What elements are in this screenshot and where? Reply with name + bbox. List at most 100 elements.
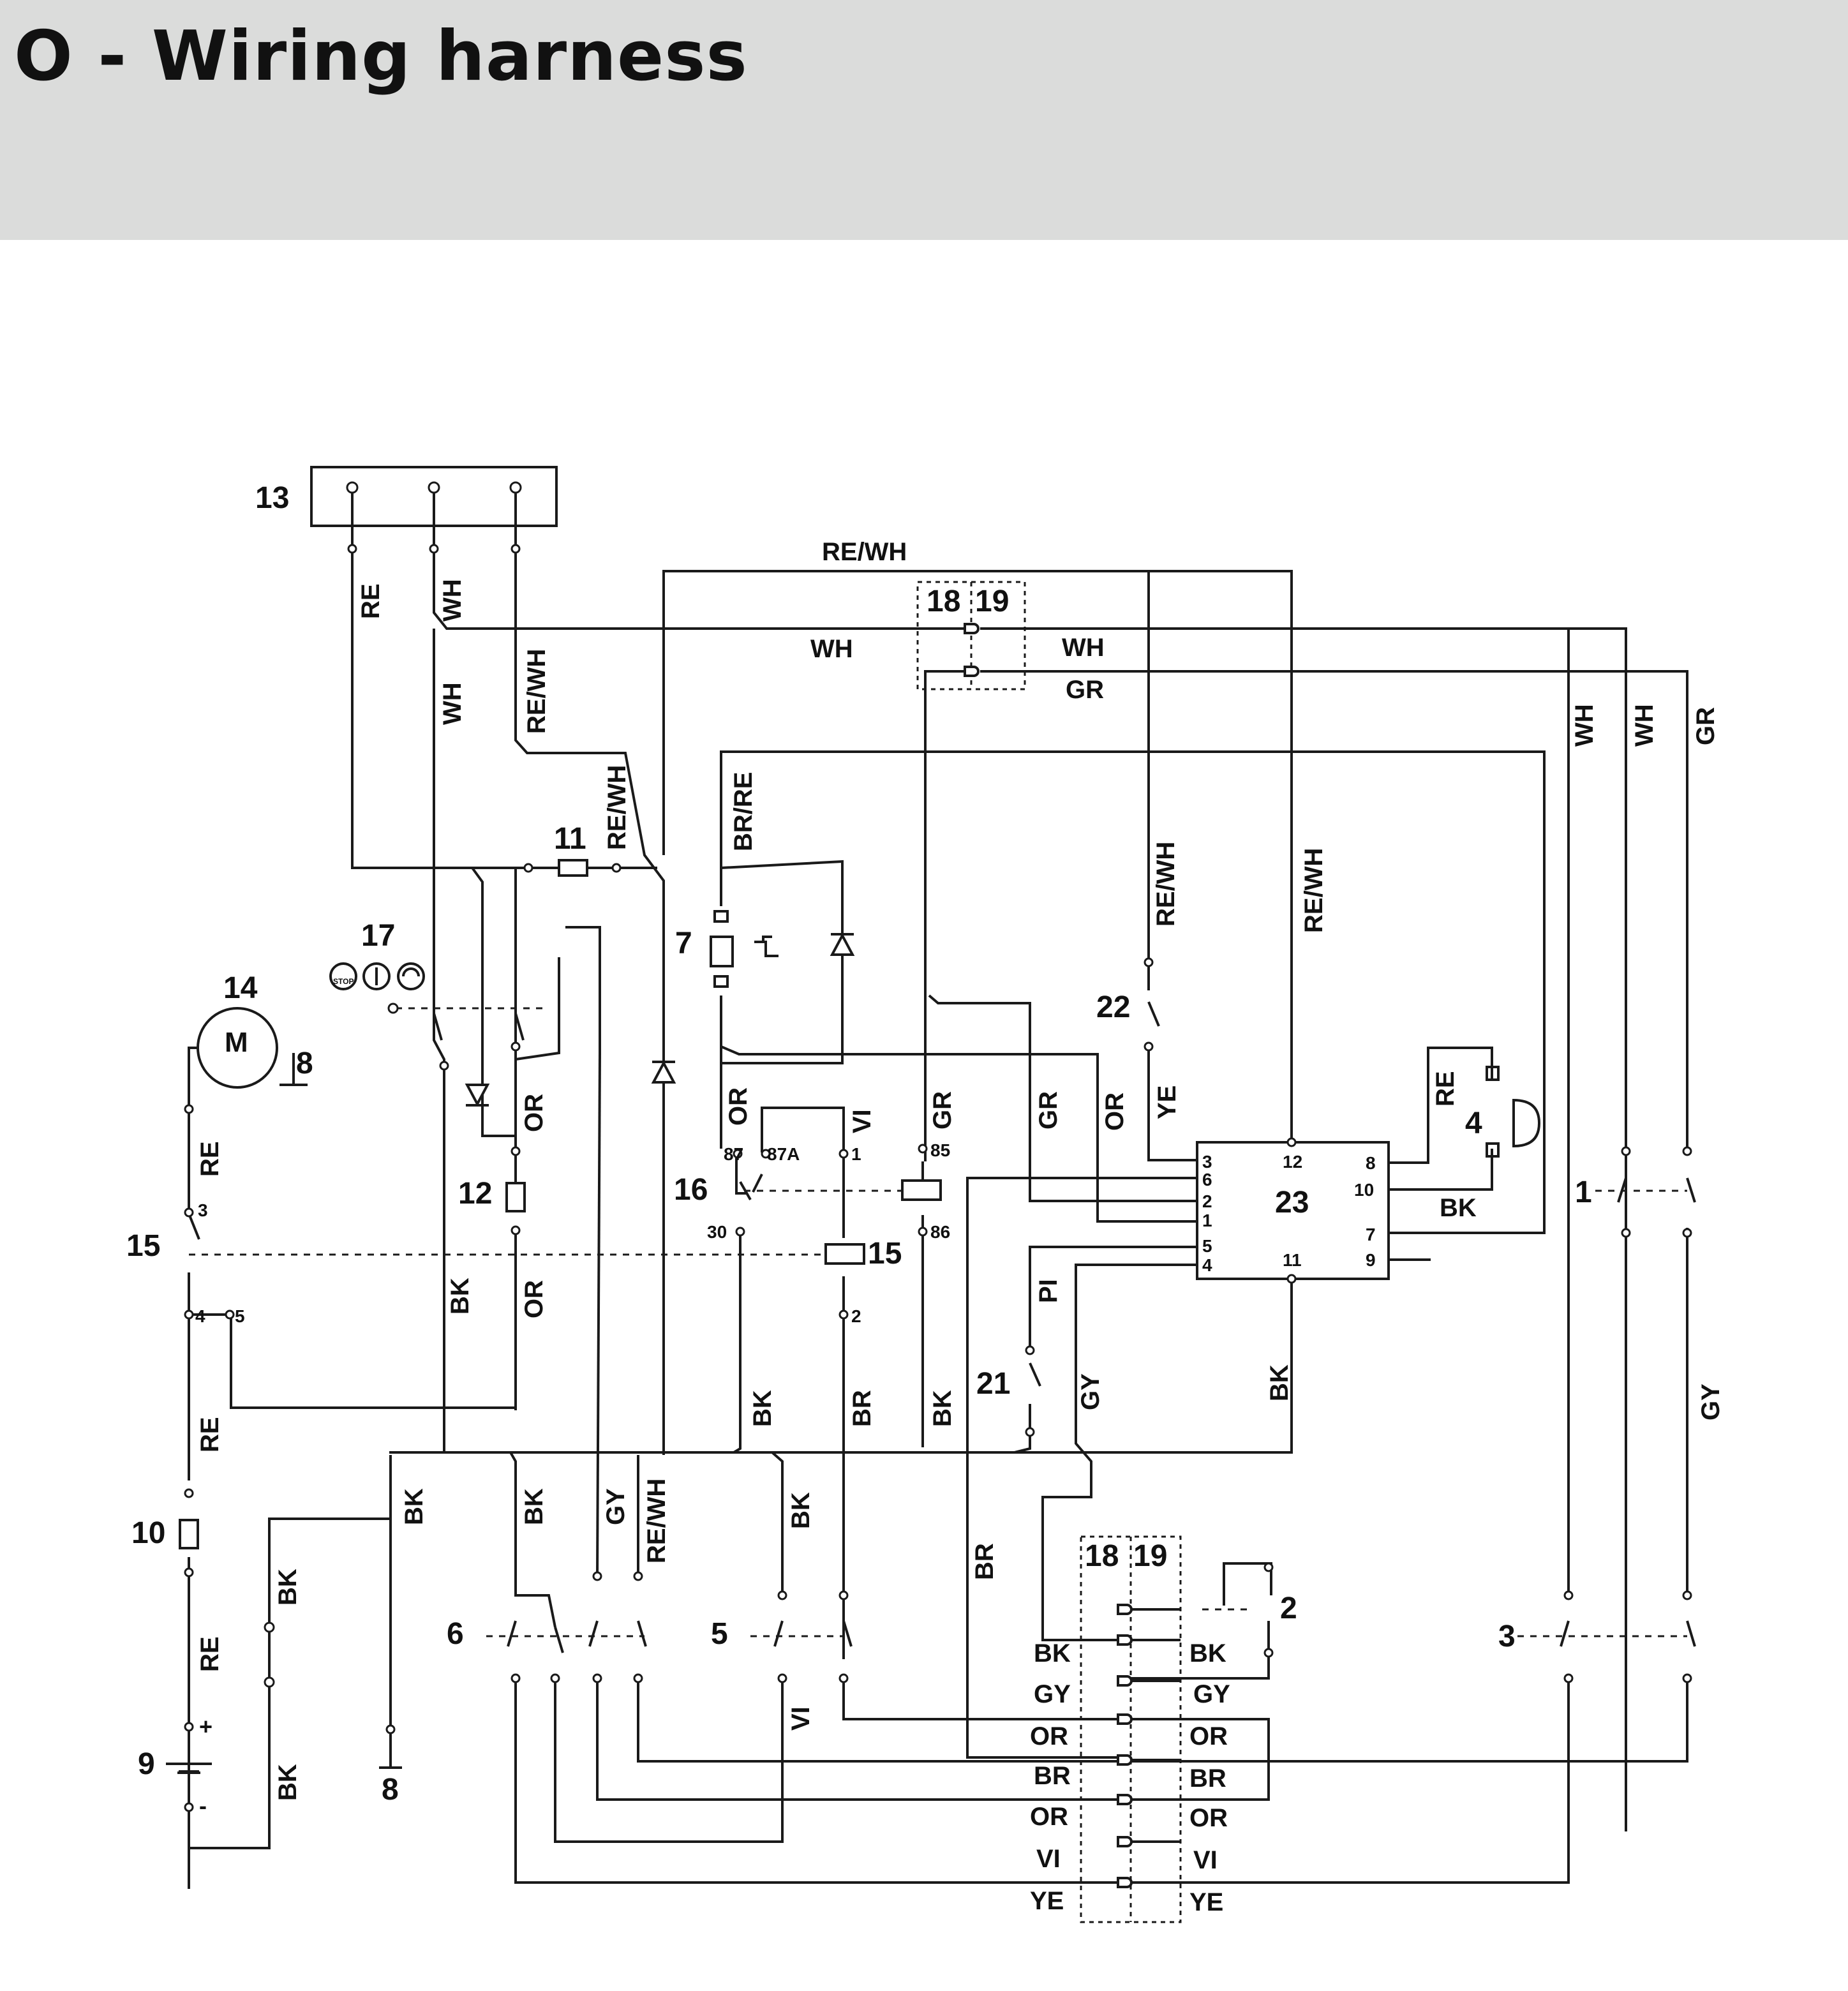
dashed-links <box>189 581 1687 1923</box>
label-18-bottom: 18 <box>1085 1539 1119 1573</box>
label-19-bottom: 19 <box>1133 1539 1167 1573</box>
wire-label: RE/WH <box>643 1479 671 1563</box>
horn-4 <box>1512 1098 1541 1148</box>
wire-label: VI <box>787 1706 815 1731</box>
pin-9: 9 <box>1366 1250 1376 1270</box>
page-title: O - Wiring harness <box>14 17 748 96</box>
wire-label: BK <box>1034 1639 1071 1667</box>
wire-label: OR <box>1030 1722 1068 1750</box>
label-21: 21 <box>976 1367 1010 1401</box>
label-6: 6 <box>447 1617 464 1651</box>
terminal-5: 5 <box>235 1306 245 1326</box>
label-8-motor: 8 <box>296 1047 313 1080</box>
wire-label: VI <box>1036 1845 1061 1873</box>
wire-label: RE/WH <box>523 649 551 734</box>
wire-label: BR <box>1189 1764 1226 1793</box>
label-10: 10 <box>131 1516 165 1550</box>
label-3: 3 <box>1498 1620 1516 1653</box>
terminal-87: 87 <box>724 1144 743 1164</box>
pin-1: 1 <box>1202 1211 1212 1230</box>
battery-minus: - <box>199 1793 207 1819</box>
wire-label: RE/WH <box>603 765 631 850</box>
terminal-labels: 87 87A 1 85 30 86 2 3 4 5 3 6 2 1 5 4 12… <box>195 1140 1376 1326</box>
pin-6: 6 <box>1202 1170 1212 1189</box>
label-8-ground: 8 <box>382 1773 399 1807</box>
fuse-10 <box>179 1519 199 1549</box>
fuse-12 <box>505 1182 526 1212</box>
wire-label: WH <box>438 579 466 622</box>
label-16: 16 <box>674 1173 708 1207</box>
wire-label: YE <box>1030 1887 1064 1915</box>
wire-label: RE <box>196 1141 224 1177</box>
wire-label: PI <box>1034 1279 1062 1303</box>
symbol-text: M + - STOP <box>199 977 354 1819</box>
terminal-87a: 87A <box>767 1144 800 1164</box>
wire-label: BK <box>520 1488 548 1525</box>
label-18-top: 18 <box>927 585 960 618</box>
relay-16 <box>901 1179 942 1201</box>
wire-label: GY <box>1077 1373 1105 1410</box>
wire-label: BK <box>274 1569 302 1606</box>
pin-12: 12 <box>1283 1152 1302 1172</box>
pin-10: 10 <box>1354 1180 1374 1200</box>
wire-label: WH <box>438 682 466 725</box>
wire-label: BR <box>1034 1762 1071 1790</box>
label-22: 22 <box>1096 990 1130 1024</box>
wire-label: BK <box>749 1390 777 1427</box>
terminal-86: 86 <box>930 1222 950 1242</box>
label-7: 7 <box>675 927 692 960</box>
terminal-85: 85 <box>930 1140 950 1160</box>
wire-label: WH <box>1630 704 1658 747</box>
header-banner: O - Wiring harness <box>0 0 1848 240</box>
wire-label: RE <box>1431 1071 1459 1107</box>
terminal-2: 2 <box>851 1306 861 1326</box>
label-4: 4 <box>1465 1107 1482 1140</box>
wire-labels-horizontal: RE/WH WH WH GR BK BK GY OR BR OR VI YE B… <box>810 538 1477 1916</box>
wire-label: VI <box>848 1109 876 1133</box>
wire-label: BK <box>274 1764 302 1801</box>
wire-label: RE/WH <box>1152 842 1180 927</box>
wire-label: BR/RE <box>729 772 757 851</box>
label-19-top: 19 <box>975 585 1009 618</box>
wire-label: YE <box>1189 1888 1223 1916</box>
relay-7 <box>710 936 734 967</box>
pin-11: 11 <box>1283 1250 1302 1270</box>
wires <box>168 466 1688 1889</box>
label-13: 13 <box>255 481 289 515</box>
wire-label: YE <box>1153 1085 1181 1119</box>
label-15-switch: 15 <box>126 1229 160 1263</box>
pin-4: 4 <box>1202 1255 1212 1275</box>
pin-8: 8 <box>1366 1153 1376 1173</box>
wire-labels-vertical: RE WH WH RE/WH RE/WH BR/RE WH WH GR RE/W… <box>196 579 1725 1801</box>
motor-symbol: M <box>225 1027 248 1058</box>
wire-label: GR <box>1692 707 1720 745</box>
relay-15 <box>824 1243 865 1265</box>
wire-label: OR <box>724 1087 752 1126</box>
stop-symbol: STOP <box>333 977 354 986</box>
wire-label: OR <box>1189 1722 1228 1750</box>
pin-5: 5 <box>1202 1236 1212 1256</box>
wire-label: WH <box>810 635 853 663</box>
wire-label: OR <box>1030 1803 1068 1831</box>
wire-label: GY <box>1697 1383 1725 1421</box>
label-11: 11 <box>554 822 586 856</box>
wire-label: GY <box>1034 1680 1071 1708</box>
pin-7: 7 <box>1366 1225 1376 1244</box>
wire-label: GR <box>928 1091 957 1130</box>
wire-label: BK <box>928 1390 957 1427</box>
wire-label: RE/WH <box>822 538 907 566</box>
connector-18-19-bottom-frame <box>1080 1535 1182 1923</box>
wire-label: OR <box>520 1280 548 1318</box>
wire-label: BK <box>1440 1194 1477 1222</box>
battery-plus: + <box>199 1713 212 1740</box>
label-17: 17 <box>361 919 395 953</box>
wire-label: RE <box>196 1636 224 1672</box>
ignition-switch-17 <box>329 962 425 1014</box>
label-9: 9 <box>138 1747 155 1781</box>
terminal-4: 4 <box>195 1306 205 1326</box>
wire-label: RE/WH <box>1300 848 1328 933</box>
wire-label: GY <box>1193 1680 1230 1708</box>
terminal-1: 1 <box>851 1144 861 1164</box>
wire-label: BK <box>446 1278 474 1315</box>
component-labels: 13 11 17 14 8 12 7 16 15 15 10 9 8 18 19… <box>126 481 1592 1807</box>
